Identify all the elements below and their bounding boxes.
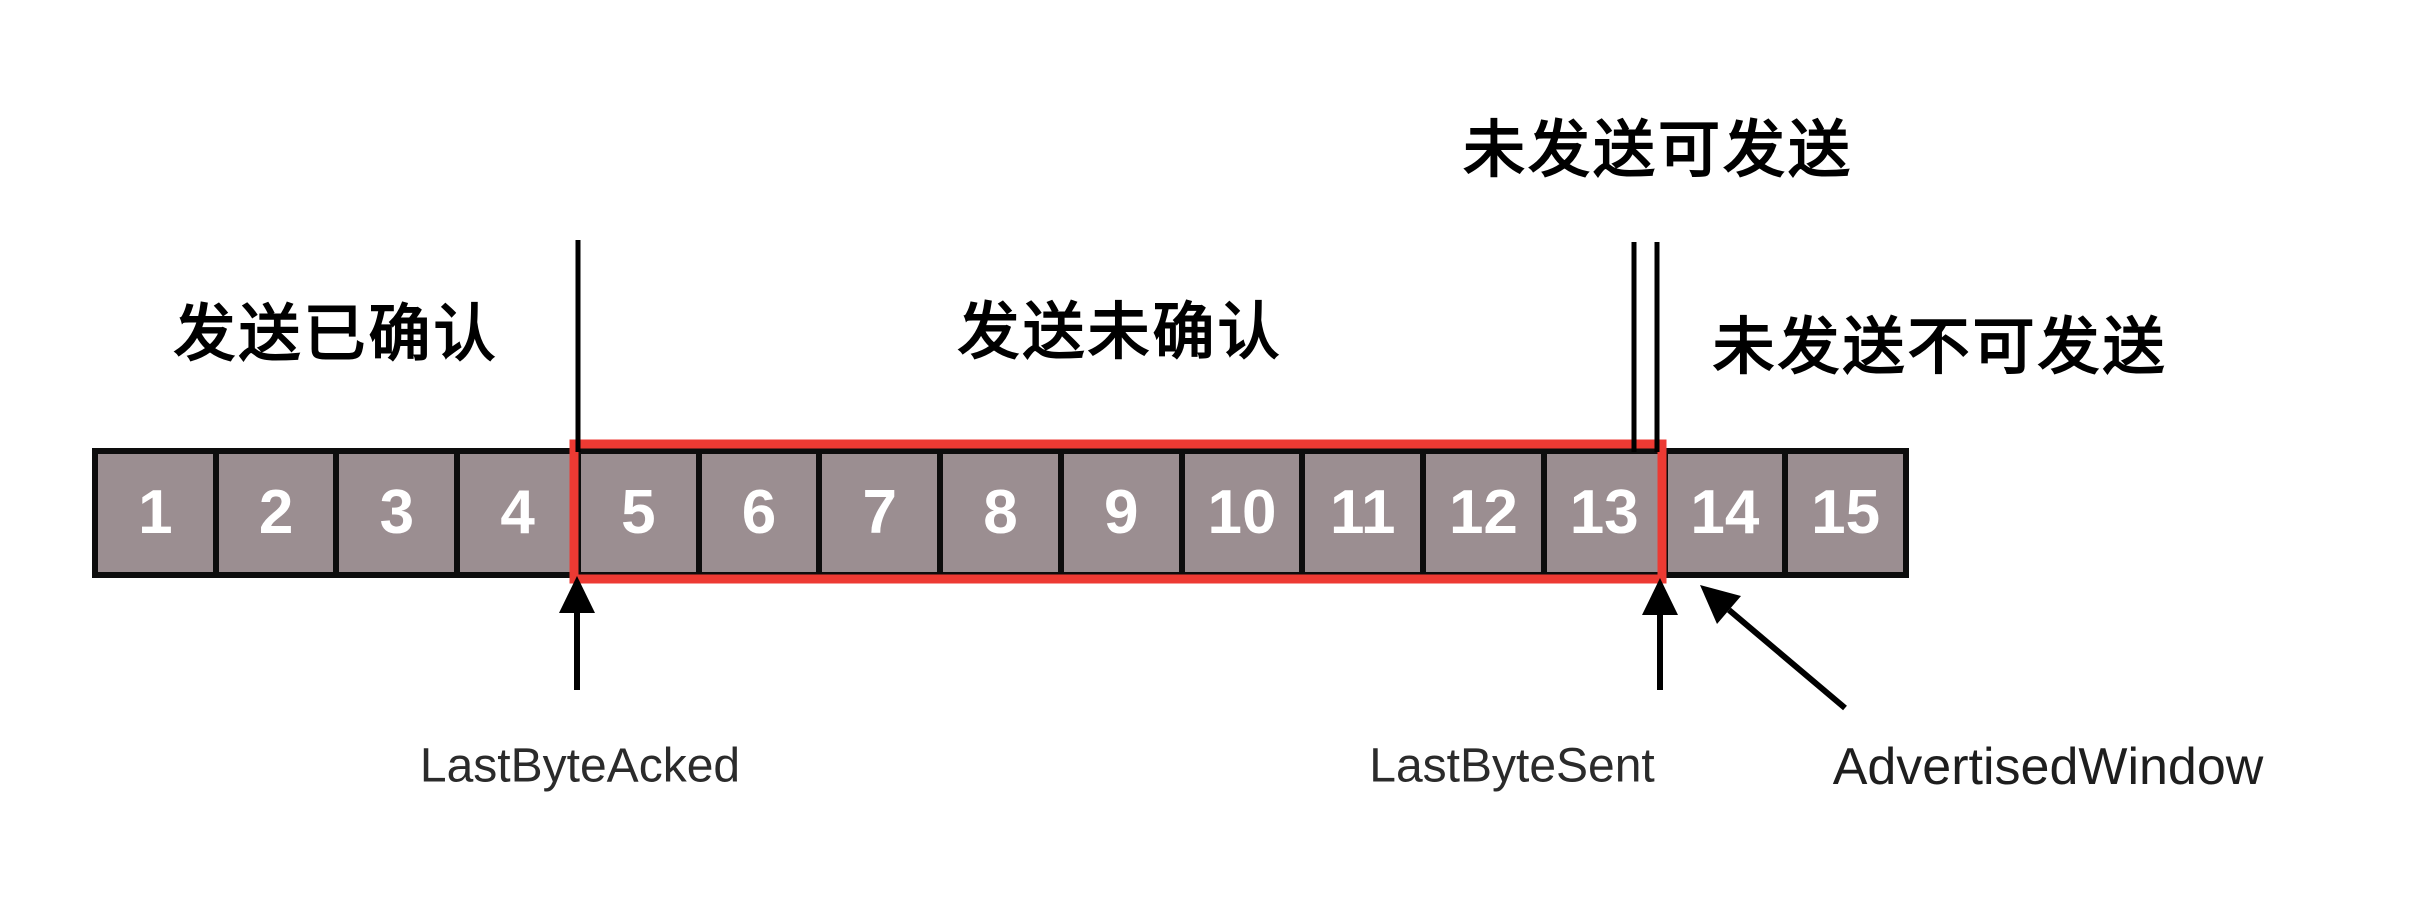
sequence-cell: 12	[1426, 454, 1547, 572]
sequence-cell: 4	[460, 454, 581, 572]
sequence-cell-number: 13	[1569, 478, 1639, 547]
sequence-cell-number: 2	[258, 478, 294, 547]
sequence-cell-number: 7	[862, 478, 898, 547]
last-byte-acked-arrow-icon	[559, 576, 595, 690]
zone-label-sent-unacked: 发送未确认	[957, 298, 1283, 367]
zone-label-sent-acked: 发送已确认	[173, 300, 499, 369]
sequence-cell-number: 3	[379, 478, 415, 547]
sequence-cell-number: 11	[1329, 478, 1396, 547]
sequence-cell: 15	[1788, 454, 1904, 572]
sequence-cell-number: 9	[1104, 478, 1139, 547]
sequence-cell-number: 4	[500, 478, 535, 547]
sequence-cell: 13	[1546, 454, 1668, 572]
zone-label-unsent-sendable: 未发送可发送	[1462, 116, 1854, 185]
sequence-cell: 11	[1305, 454, 1427, 572]
sequence-cell: 3	[339, 454, 461, 572]
sequence-cell: 1	[98, 454, 219, 572]
sequence-cell-number: 6	[741, 478, 777, 547]
sequence-cell-number: 1	[138, 478, 173, 547]
sequence-cell: 6	[701, 454, 823, 572]
advertised-window-arrow-icon	[1700, 585, 1847, 711]
sequence-cell-number: 5	[621, 478, 656, 547]
last-byte-acked-label: LastByteAcked	[419, 739, 741, 793]
sequence-cell: 7	[822, 454, 944, 572]
advertised-window-label: AdvertisedWindow	[1832, 738, 2264, 796]
last-byte-sent-arrow-icon	[1642, 578, 1678, 690]
sequence-cell: 8	[943, 454, 1064, 572]
sequence-cell-number: 8	[983, 478, 1018, 547]
sequence-cell-number: 14	[1690, 478, 1760, 547]
last-byte-sent-label: LastByteSent	[1369, 739, 1655, 793]
sequence-cell-number: 15	[1811, 478, 1881, 547]
zone-label-unsent-not-sendable: 未发送不可发送	[1712, 313, 2168, 382]
sequence-cell: 10	[1184, 454, 1306, 572]
sequence-cell: 14	[1667, 454, 1789, 572]
sequence-cell: 2	[218, 454, 340, 572]
sequence-cell-number: 12	[1448, 478, 1518, 547]
sequence-cell: 5	[580, 454, 702, 572]
sequence-cell: 9	[1063, 454, 1185, 572]
sequence-cell-number: 10	[1207, 478, 1277, 547]
